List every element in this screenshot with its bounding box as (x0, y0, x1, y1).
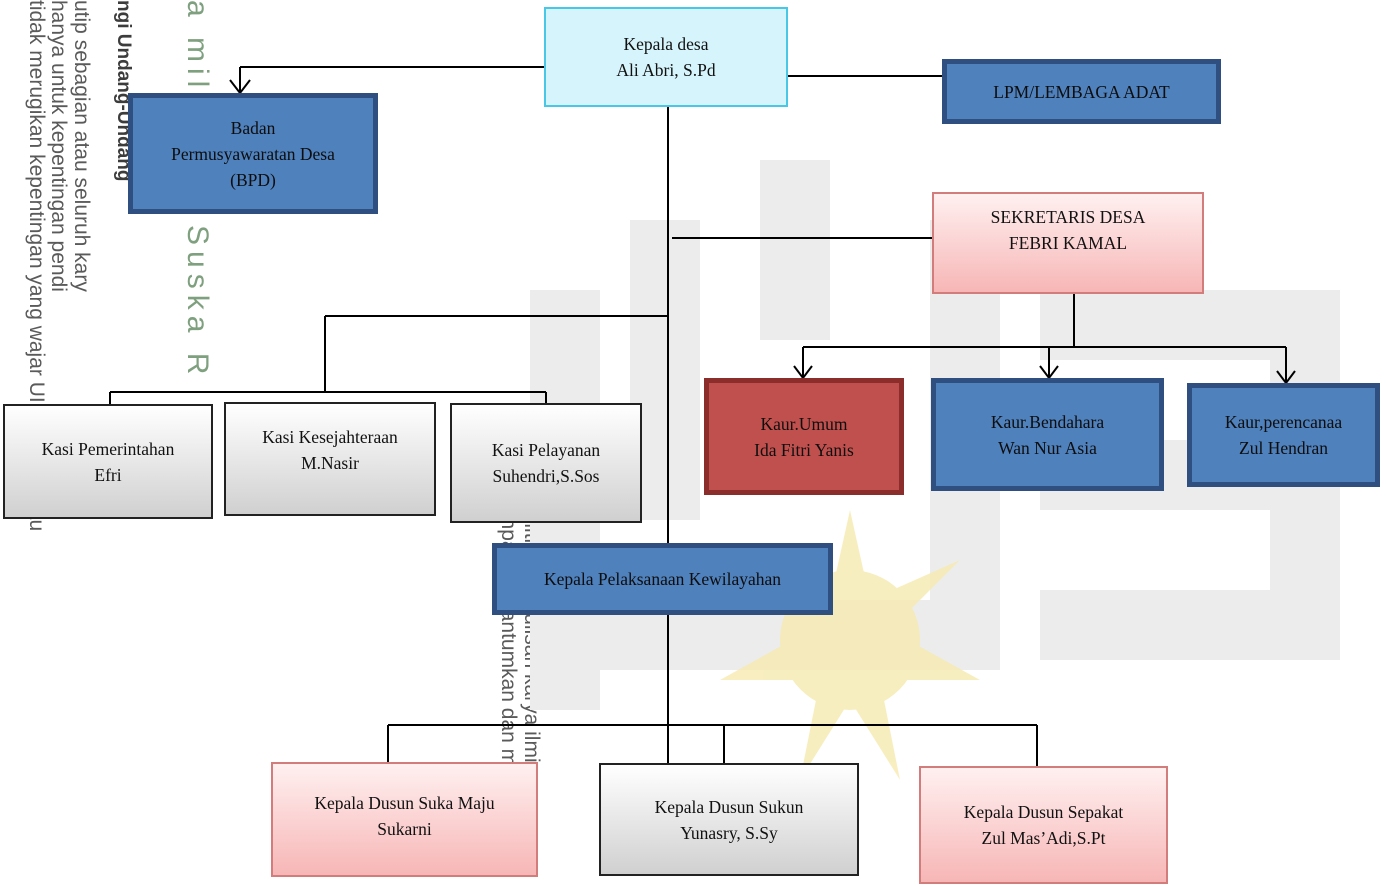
node-kaur-bendahara: Kaur.Bendahara Wan Nur Asia (931, 378, 1164, 491)
kasi-pemerintahan-name: Efri (94, 464, 122, 485)
kaur-bendahara-name: Wan Nur Asia (998, 437, 1097, 458)
kepala-pelaksanaan-title: Kepala Pelaksanaan Kewilayahan (543, 569, 782, 589)
dusun-sukun-title: Kepala Dusun Sukun (654, 796, 804, 817)
node-sekretaris-desa: SEKRETARIS DESA FEBRI KAMAL (932, 192, 1204, 294)
bpd-line-1: Badan (230, 117, 276, 138)
kepala-desa-name: Ali Abri, S.Pd (616, 60, 716, 80)
dusun-sepakat-title: Kepala Dusun Sepakat (963, 802, 1124, 822)
kasi-pelayanan-title: Kasi Pelayanan (491, 440, 601, 460)
dusun-suka-maju-title: Kepala Dusun Suka Maju (314, 793, 495, 813)
kasi-pelayanan-name: Suhendri,S.Sos (492, 466, 600, 486)
dusun-suka-maju-name: Sukarni (377, 819, 432, 839)
node-kepala-pelaksanaan: Kepala Pelaksanaan Kewilayahan (492, 543, 833, 615)
node-kaur-umum: Kaur.Umum Ida Fitri Yanis (704, 378, 904, 495)
node-kaur-perencanaan: Kaur,perencanaa Zul Hendran (1187, 383, 1380, 487)
dusun-sepakat-name: Zul Mas’Adi,S.Pt (981, 828, 1106, 848)
node-dusun-sepakat: Kepala Dusun Sepakat Zul Mas’Adi,S.Pt (919, 766, 1168, 884)
kasi-kesejahteraan-name: M.Nasir (301, 453, 359, 473)
kasi-pemerintahan-title: Kasi Pemerintahan (41, 438, 175, 459)
bpd-line-3: (BPD) (230, 169, 276, 190)
sekretaris-title: SEKRETARIS DESA (990, 207, 1146, 227)
kepala-desa-title: Kepala desa (623, 34, 709, 54)
node-kasi-pemerintahan: Kasi Pemerintahan Efri (3, 404, 213, 519)
node-dusun-sukun: Kepala Dusun Sukun Yunasry, S.Sy (599, 763, 859, 876)
kaur-umum-title: Kaur.Umum (760, 413, 848, 434)
node-kasi-pelayanan: Kasi Pelayanan Suhendri,S.Sos (450, 403, 642, 523)
kaur-bendahara-title: Kaur.Bendahara (990, 411, 1105, 432)
sekretaris-name: FEBRI KAMAL (1008, 233, 1128, 253)
node-lpm-lembaga-adat: LPM/LEMBAGA ADAT (942, 59, 1221, 124)
node-kasi-kesejahteraan: Kasi Kesejahteraan M.Nasir (224, 402, 436, 516)
dusun-sukun-name: Yunasry, S.Sy (680, 822, 778, 843)
lpm-title: LPM/LEMBAGA ADAT (993, 81, 1170, 102)
bpd-line-2: Permusyawaratan Desa (171, 143, 335, 164)
kaur-perencanaan-name: Zul Hendran (1239, 438, 1328, 458)
node-dusun-suka-maju: Kepala Dusun Suka Maju Sukarni (271, 762, 538, 877)
node-bpd: Badan Permusyawaratan Desa (BPD) (128, 93, 378, 214)
kasi-kesejahteraan-title: Kasi Kesejahteraan (262, 427, 398, 447)
kaur-umum-name: Ida Fitri Yanis (754, 439, 854, 460)
node-kepala-desa: Kepala desa Ali Abri, S.Pd (544, 7, 788, 107)
kaur-perencanaan-title: Kaur,perencanaa (1224, 412, 1343, 432)
